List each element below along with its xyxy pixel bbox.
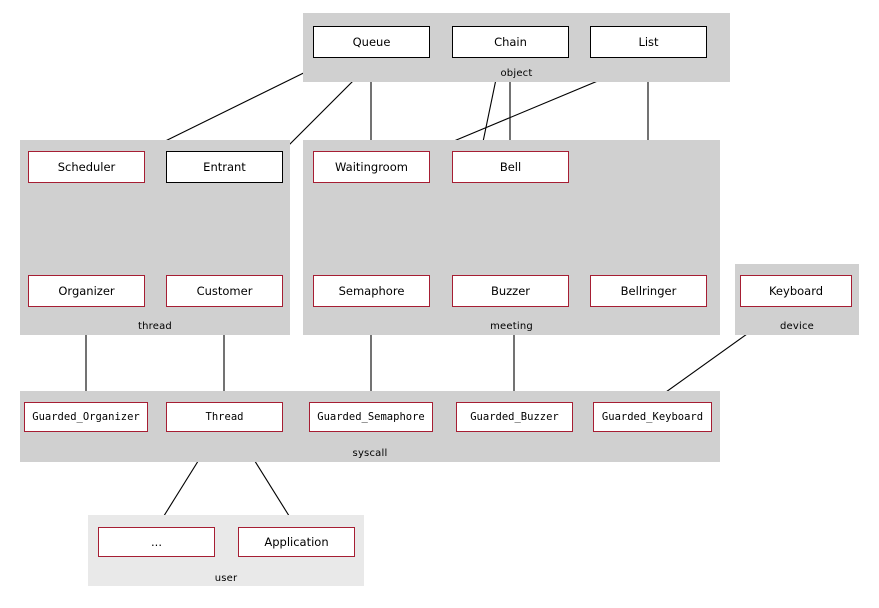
class-node-guarded_semaphore[interactable]: Guarded_Semaphore [309, 402, 433, 432]
package-label-meeting: meeting [490, 321, 533, 332]
package-label-syscall: syscall [352, 448, 388, 459]
class-node-guarded_organizer[interactable]: Guarded_Organizer [24, 402, 148, 432]
class-node-customer[interactable]: Customer [166, 275, 283, 307]
class-node-thread[interactable]: Thread [166, 402, 283, 432]
package-label-user: user [214, 573, 238, 584]
class-node-chain[interactable]: Chain [452, 26, 569, 58]
class-node-guarded_keyboard[interactable]: Guarded_Keyboard [593, 402, 712, 432]
class-node-semaphore[interactable]: Semaphore [313, 275, 430, 307]
class-node-bell[interactable]: Bell [452, 151, 569, 183]
class-node-guarded_buzzer[interactable]: Guarded_Buzzer [456, 402, 573, 432]
class-node-scheduler[interactable]: Scheduler [28, 151, 145, 183]
package-label-thread: thread [138, 321, 172, 332]
class-node-list[interactable]: List [590, 26, 707, 58]
class-node-entrant[interactable]: Entrant [166, 151, 283, 183]
class-node-queue[interactable]: Queue [313, 26, 430, 58]
package-label-object: object [500, 68, 533, 79]
class-node-organizer[interactable]: Organizer [28, 275, 145, 307]
class-node-application[interactable]: Application [238, 527, 355, 557]
class-node-ellipsis[interactable]: ... [98, 527, 215, 557]
class-node-keyboard[interactable]: Keyboard [740, 275, 852, 307]
class-node-bellringer[interactable]: Bellringer [590, 275, 707, 307]
package-label-device: device [779, 321, 815, 332]
class-node-buzzer[interactable]: Buzzer [452, 275, 569, 307]
class-node-waitingroom[interactable]: Waitingroom [313, 151, 430, 183]
